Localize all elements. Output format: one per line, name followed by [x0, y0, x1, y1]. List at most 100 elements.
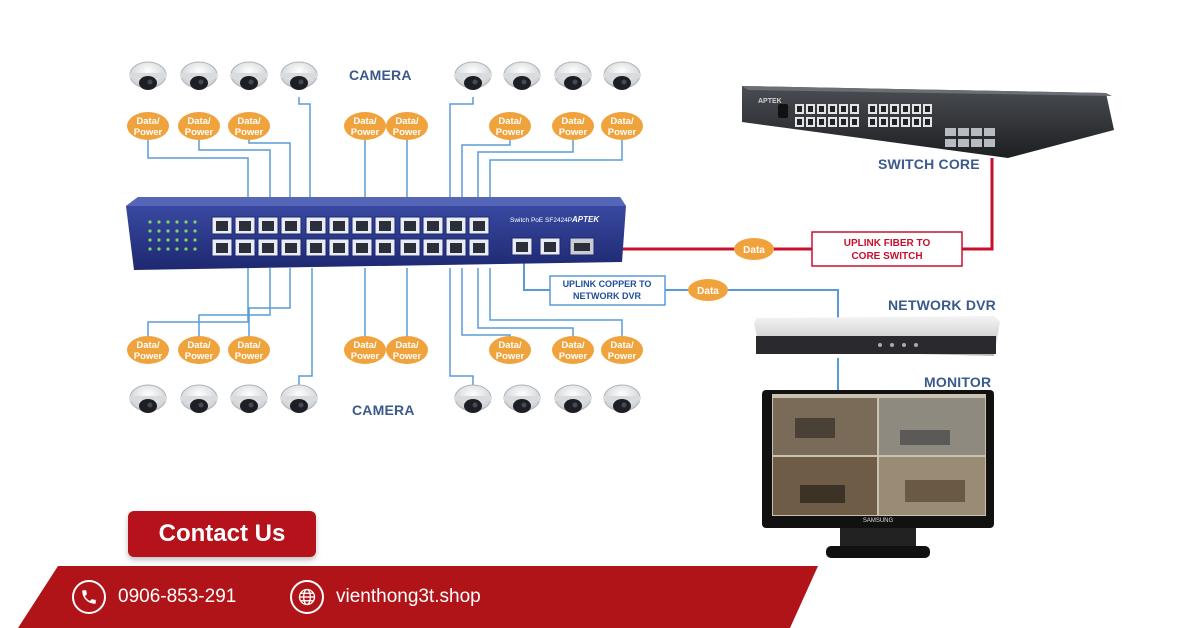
badge-line2: Power	[608, 351, 637, 362]
camera-wire	[198, 140, 271, 197]
footer-band	[18, 566, 818, 628]
badge-line1: Data/	[395, 340, 419, 351]
badge-line1: Data/	[136, 340, 160, 351]
core-switch: APTEK	[742, 86, 1114, 158]
data-badge-copper-text: Data	[697, 286, 719, 297]
camera-label-top: CAMERA	[349, 67, 412, 83]
camera-wire	[489, 268, 623, 343]
data-power-badge: Data/Power	[386, 112, 428, 140]
camera-wire	[248, 140, 291, 197]
camera-wire	[147, 268, 249, 343]
dome-camera-icon	[230, 384, 268, 413]
badge-line2: Power	[235, 127, 264, 138]
data-power-badge: Data/Power	[489, 336, 531, 364]
dome-camera-icon	[603, 384, 641, 413]
data-power-badge: Data/Power	[601, 336, 643, 364]
website-url: vienthong3t.shop	[336, 586, 481, 607]
badge-line2: Power	[393, 127, 422, 138]
globe-icon	[290, 580, 324, 614]
camera-label-bottom: CAMERA	[352, 402, 415, 418]
core-switch-brand: APTEK	[758, 98, 782, 105]
data-power-badge: Data/Power	[601, 112, 643, 140]
camera-wire	[477, 268, 574, 343]
core-sfp-port	[945, 139, 956, 147]
data-badge-fiber-text: Data	[743, 245, 765, 256]
badge-line1: Data/	[498, 340, 522, 351]
badge-line1: Data/	[610, 340, 634, 351]
contact-us-button[interactable]: Contact Us	[128, 511, 316, 557]
dome-camera-icon	[454, 61, 492, 90]
badge-line2: Power	[134, 127, 163, 138]
core-sfp-port	[984, 139, 995, 147]
badge-line2: Power	[185, 127, 214, 138]
fiber-line	[622, 158, 994, 251]
camera-wire	[461, 140, 511, 197]
dome-camera-icon	[554, 61, 592, 90]
camera-wire	[489, 140, 623, 197]
monitor-label: MONITOR	[924, 374, 992, 390]
phone-number: 0906-853-291	[118, 586, 237, 607]
camera-group	[129, 61, 641, 413]
phone-icon	[72, 580, 106, 614]
data-power-badge: Data/Power	[344, 336, 386, 364]
monitor-brand: SAMSUNG	[863, 518, 894, 524]
copper-line	[523, 262, 839, 390]
data-badge-copper: Data	[688, 279, 728, 301]
data-badge-fiber: Data	[734, 238, 774, 260]
dome-camera-icon	[280, 384, 318, 413]
camera-wire	[449, 268, 474, 386]
badge-line1: Data/	[237, 340, 261, 351]
poe-switch: Switch PoE SF2424P APTEK	[126, 197, 626, 270]
camera-wire	[477, 140, 574, 197]
badge-line1: Data/	[237, 116, 261, 127]
data-power-badge: Data/Power	[386, 336, 428, 364]
data-power-badge: Data/Power	[552, 336, 594, 364]
badge-line2: Power	[559, 351, 588, 362]
uplink-fiber-line2: CORE SWITCH	[851, 251, 922, 262]
data-power-badge: Data/Power	[127, 336, 169, 364]
badge-group: Data/PowerData/PowerData/PowerData/Power…	[127, 112, 643, 364]
uplink-fiber-line1: UPLINK FIBER TO	[844, 238, 931, 249]
poe-switch-model: Switch PoE SF2424P	[510, 217, 572, 224]
uplink-copper-box: UPLINK COPPER TO NETWORK DVR	[549, 275, 666, 306]
badge-line1: Data/	[561, 340, 585, 351]
dome-camera-icon	[180, 384, 218, 413]
dome-camera-icon	[554, 384, 592, 413]
badge-line1: Data/	[498, 116, 522, 127]
poe-switch-brand: APTEK	[571, 215, 600, 224]
badge-line2: Power	[608, 127, 637, 138]
badge-line2: Power	[496, 351, 525, 362]
uplink-fiber-box: UPLINK FIBER TO CORE SWITCH	[811, 231, 963, 267]
monitor: SAMSUNG	[762, 390, 994, 558]
network-dvr-label: NETWORK DVR	[888, 297, 996, 313]
camera-wire	[147, 140, 249, 197]
core-sfp-port	[971, 128, 982, 136]
camera-wire	[461, 268, 511, 343]
data-power-badge: Data/Power	[228, 336, 270, 364]
core-sfp-port	[958, 128, 969, 136]
dome-camera-icon	[454, 384, 492, 413]
dome-camera-icon	[280, 61, 318, 90]
dome-camera-icon	[603, 61, 641, 90]
badge-line1: Data/	[136, 116, 160, 127]
badge-line1: Data/	[353, 340, 377, 351]
badge-line2: Power	[496, 127, 525, 138]
badge-line2: Power	[559, 127, 588, 138]
camera-wire	[198, 268, 271, 343]
camera-wire	[298, 97, 311, 197]
network-dvr	[754, 316, 1000, 356]
phone-link[interactable]: 0906-853-291	[72, 578, 236, 616]
badge-line2: Power	[351, 351, 380, 362]
data-power-badge: Data/Power	[178, 112, 220, 140]
website-link[interactable]: vienthong3t.shop	[290, 578, 481, 616]
dome-camera-icon	[180, 61, 218, 90]
data-power-badge: Data/Power	[489, 112, 531, 140]
dome-camera-icon	[129, 384, 167, 413]
core-sfp-port	[945, 128, 956, 136]
badge-line1: Data/	[353, 116, 377, 127]
dome-camera-icon	[503, 61, 541, 90]
dome-camera-icon	[129, 61, 167, 90]
badge-line1: Data/	[561, 116, 585, 127]
badge-line2: Power	[134, 351, 163, 362]
badge-line1: Data/	[610, 116, 634, 127]
